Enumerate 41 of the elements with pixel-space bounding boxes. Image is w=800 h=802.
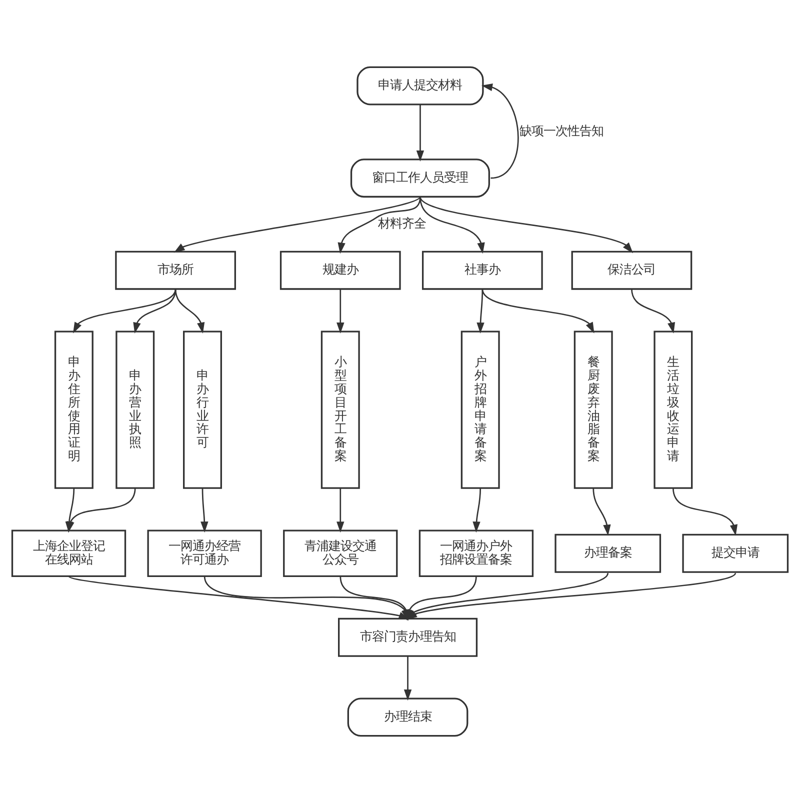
node-box: 餐厨废弃油脂备案 xyxy=(574,330,613,488)
node-box: 申请人提交材料 xyxy=(356,66,484,105)
arrow xyxy=(200,488,208,532)
arrow xyxy=(73,288,176,333)
node-box: 市容门责办理告知 xyxy=(338,617,478,656)
arrow xyxy=(472,488,482,532)
node-box: 窗口工作人员受理 xyxy=(350,158,490,198)
node-box: 提交申请 xyxy=(682,533,789,572)
node-box: 一网通办经营许可通办 xyxy=(147,529,262,577)
node-box: 户外招牌申请备案 xyxy=(460,330,500,488)
node-box: 保洁公司 xyxy=(571,250,692,290)
arrow xyxy=(133,288,176,334)
node-box: 申办营业执照 xyxy=(116,330,155,488)
node-box: 上海企业登记在线网站 xyxy=(11,529,126,577)
node-box: 小型项目开工备案 xyxy=(320,330,360,488)
node-box: 生活垃圾收运申请 xyxy=(654,330,693,488)
arrow xyxy=(416,104,424,161)
arrow xyxy=(174,288,205,334)
node-box: 社事办 xyxy=(422,250,543,290)
node-box: 申办行业许可 xyxy=(183,330,222,488)
node-box: 办理备案 xyxy=(554,533,662,572)
node-box: 市场所 xyxy=(115,250,236,290)
node-box: 申办住所使用证明 xyxy=(54,330,94,488)
node-box: 办理结束 xyxy=(347,697,468,736)
arrow xyxy=(336,488,344,532)
arrow xyxy=(174,196,421,252)
node-box: 规建办 xyxy=(280,250,401,290)
arrow xyxy=(336,288,344,334)
arrow xyxy=(404,656,412,700)
arrow xyxy=(482,288,594,333)
node-box: 青浦建设交通公众号 xyxy=(283,529,398,577)
arrow xyxy=(66,487,136,532)
arrow xyxy=(481,83,519,178)
edge-label: 材料齐全 xyxy=(378,214,426,230)
edge-label: 缺项一次性告知 xyxy=(520,122,604,138)
arrow xyxy=(631,288,676,334)
arrow xyxy=(420,196,634,253)
arrow xyxy=(672,487,738,536)
node-box: 一网通办户外招牌设置备案 xyxy=(418,529,534,577)
arrow xyxy=(476,288,484,334)
arrow xyxy=(592,488,611,536)
